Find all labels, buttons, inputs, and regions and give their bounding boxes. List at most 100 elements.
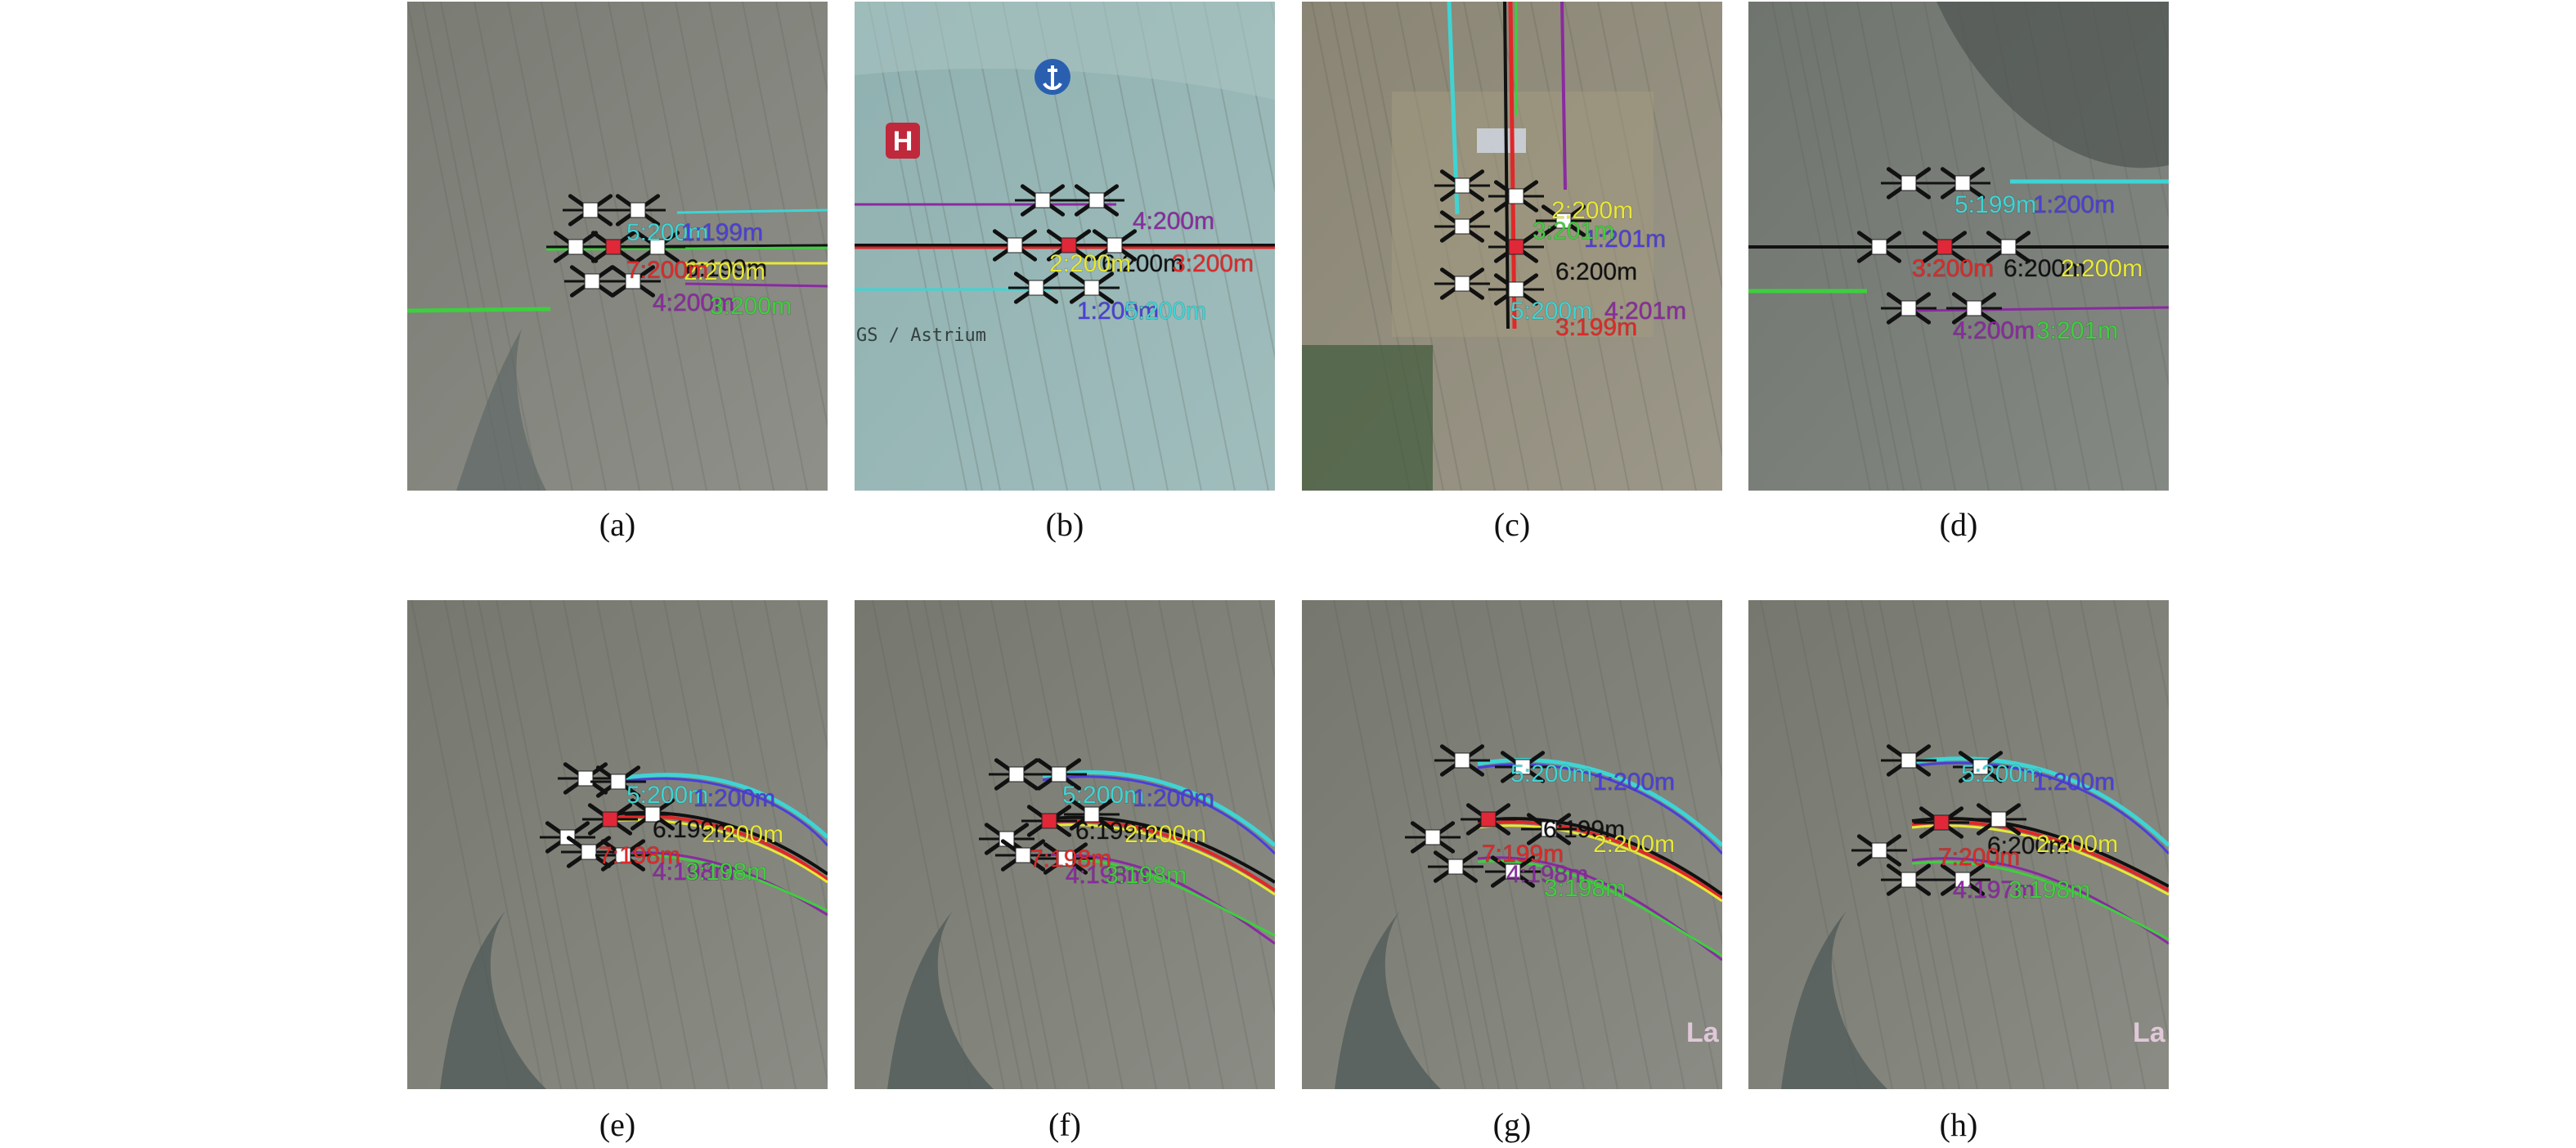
map-view-f: 5:200m1:200m6:199m2:200m7:198m4:198m3:19…: [855, 600, 1275, 1089]
trajectory-line: [619, 773, 828, 839]
caption-h: (h): [1939, 1106, 1978, 1143]
altitude-label: 6:199m: [1543, 816, 1625, 843]
anchor-icon: [1034, 59, 1070, 95]
trajectory-line: [1477, 824, 1722, 903]
drone-icon: [1015, 184, 1070, 217]
altitude-label: 7:200m: [1938, 844, 2020, 871]
trajectory-line: [545, 246, 828, 251]
dark-patch: [887, 911, 994, 1089]
caption-b: (b): [1045, 506, 1084, 543]
drone-icon: [610, 194, 666, 226]
drone-icon: [1064, 798, 1120, 831]
helipad-icon: [886, 123, 920, 159]
caption-c: (c): [1493, 506, 1531, 543]
building: [1477, 128, 1526, 153]
altitude-label: 1:200m: [1593, 769, 1675, 796]
altitude-label: 4:198m: [653, 859, 734, 886]
dark-patch: [1781, 911, 1887, 1089]
drone-icon: [1087, 229, 1142, 262]
altitude-label: 4:198m: [1506, 861, 1588, 888]
trajectory-line: [1477, 859, 1722, 957]
drone-formation: [540, 762, 680, 872]
trajectory-line: [1042, 815, 1275, 884]
drone-icon: [1008, 271, 1064, 304]
altitude-label: 5:200m: [626, 219, 708, 246]
map-attribution: GS / Astrium: [856, 325, 986, 346]
altitude-label: 6:199m: [653, 816, 734, 843]
map-view-h: La5:200m1:200m6:200m2:200m7:200m4:197m3:…: [1748, 600, 2169, 1089]
drone-icon: [1434, 169, 1490, 202]
drone-icon: [548, 231, 604, 263]
drone-formation: [979, 758, 1120, 875]
altitude-label: 3:199m: [1555, 314, 1637, 341]
altitude-label: 2:200m: [1551, 197, 1633, 224]
water-area: [855, 2, 1275, 100]
altitude-label: 4:200m: [653, 289, 734, 316]
altitude-label: 1:200m: [2033, 769, 2115, 796]
drone-icon: [1041, 229, 1097, 262]
altitude-label: 3:200m: [1912, 255, 1994, 282]
altitude-label: 1:200m: [1133, 785, 1214, 812]
drone-icon: [1521, 813, 1577, 845]
altitude-label: 7:199m: [1482, 841, 1564, 868]
drone-icon: [1434, 267, 1490, 300]
altitude-label: 2:200m: [1124, 821, 1206, 848]
drone-icon: [595, 839, 651, 872]
altitude-label: 6:200m: [1555, 258, 1637, 285]
map-view-e: 5:200m1:200m6:199m2:200m7:198m4:198m3:19…: [407, 600, 828, 1089]
altitude-label: 2:200m: [702, 821, 783, 848]
altitude-label: 2:200m: [2061, 255, 2143, 282]
drone-formation: [1851, 167, 2036, 325]
altitude-label: 1:200m: [693, 785, 775, 812]
drone-icon: [1461, 803, 1516, 836]
altitude-label: 5:200m: [626, 782, 708, 809]
altitude-label: 1:199m: [681, 219, 763, 246]
drone-icon: [582, 803, 638, 836]
drone-icon: [1064, 271, 1120, 304]
altitude-label: 5:200m: [1961, 760, 2043, 787]
drone-icon: [1485, 855, 1541, 888]
caption-e: (e): [599, 1106, 636, 1143]
dark-patch: [440, 911, 546, 1089]
drone-icon: [558, 762, 613, 795]
map-label: La: [2133, 1017, 2166, 1048]
trajectory-line: [1911, 756, 2169, 847]
altitude-labels: 5:200m1:200m6:199m2:200m7:198m4:198m3:19…: [599, 782, 784, 886]
drone-icon: [1953, 751, 2008, 783]
drone-icon: [1495, 751, 1551, 783]
trajectory-line: [1042, 853, 1275, 945]
drone-formation: [1405, 744, 1577, 888]
trajectory-line: [1042, 770, 1275, 847]
caption-g: (g): [1492, 1106, 1532, 1143]
trajectory-line: [1560, 2, 1567, 191]
altitude-label: 6:200m: [2004, 255, 2085, 282]
altitude-label: 7:198m: [1030, 845, 1111, 872]
drone-icon: [989, 758, 1044, 791]
drone-icon: [1069, 184, 1124, 217]
drone-icon: [563, 194, 618, 226]
drone-icon: [1488, 180, 1544, 213]
caption-d: (d): [1939, 506, 1978, 543]
altitude-label: 3:198m: [685, 859, 767, 886]
altitude-label: 5:200m: [1124, 298, 1206, 325]
altitude-label: 6:200m: [1102, 250, 1183, 277]
drone-icon: [1428, 850, 1483, 883]
caption-a: (a): [599, 506, 636, 543]
altitude-labels: 5:200m1:200m6:199m2:200m7:198m4:198m3:19…: [1030, 782, 1215, 890]
altitude-label: 2:200m: [684, 258, 765, 285]
trajectory-line: [676, 209, 828, 214]
trajectory-lines: [407, 209, 828, 313]
caption-f: (f): [1048, 1106, 1081, 1143]
drone-icon: [995, 839, 1051, 872]
altitude-label: 3:200m: [1172, 250, 1254, 277]
trajectory-line: [1503, 2, 1510, 330]
terrain-texture: [1760, 600, 2169, 1089]
trajectory-line: [684, 282, 828, 288]
drone-icon: [1851, 834, 1907, 867]
drone-formation: [1851, 744, 2026, 896]
